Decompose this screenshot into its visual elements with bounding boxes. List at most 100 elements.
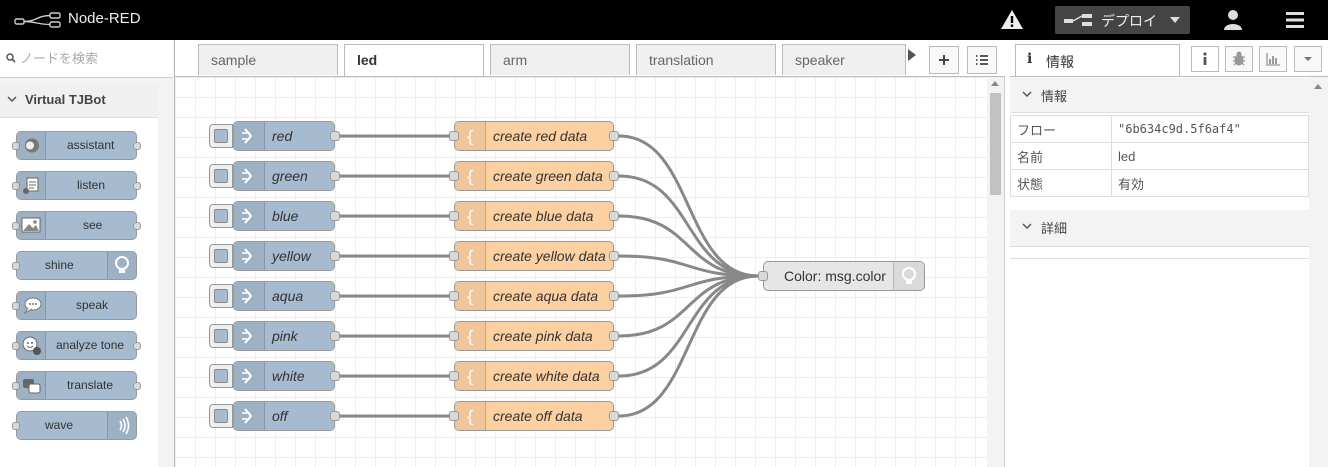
palette-search-input[interactable] [18,48,170,70]
wire[interactable] [618,174,759,278]
node-port[interactable] [609,371,619,381]
palette-node-listen[interactable]: listen [12,171,141,200]
scroll-up-icon[interactable] [991,81,999,86]
inject-node-aqua[interactable]: aqua [233,281,335,311]
function-node-off[interactable]: {create off data [454,401,614,431]
node-port[interactable] [449,331,459,341]
sidebar-debug-button[interactable] [1225,46,1253,72]
palette-scrollbar[interactable] [158,78,174,467]
wire[interactable] [618,274,759,378]
sidebar-dashboard-button[interactable] [1259,46,1287,72]
node-port[interactable] [449,211,459,221]
inject-node-red[interactable]: red [233,121,335,151]
inject-trigger-button[interactable] [209,404,233,428]
details-section-header[interactable]: 詳細 [1010,210,1309,247]
inject-trigger-button[interactable] [209,244,233,268]
tab-sample[interactable]: sample [198,44,338,75]
function-node-aqua[interactable]: {create aqua data [454,281,614,311]
node-port[interactable] [609,131,619,141]
inject-node-green[interactable]: green [233,161,335,191]
inject-node-yellow[interactable]: yellow [233,241,335,271]
sidebar-info-button[interactable] [1191,46,1219,72]
tab-led[interactable]: led [344,44,484,76]
inject-node-blue[interactable]: blue [233,201,335,231]
scroll-up-icon[interactable] [1314,84,1322,89]
menu-icon[interactable] [1285,11,1305,29]
function-node-green[interactable]: {create green data [454,161,614,191]
workspace-scrollbar[interactable] [987,77,1004,467]
palette-category-header[interactable]: Virtual TJBot [0,83,158,118]
warning-icon[interactable] [1000,8,1024,32]
tab-label: sample [211,52,257,68]
node-port[interactable] [330,211,340,221]
palette-node-assistant[interactable]: assistant [12,131,141,160]
node-port[interactable] [758,271,768,281]
workspace-scrollbar-thumb[interactable] [990,93,1001,195]
function-node-yellow[interactable]: {create yellow data [454,241,614,271]
node-port[interactable] [330,131,340,141]
wire[interactable] [618,214,759,278]
tab-arm[interactable]: arm [490,44,630,75]
tab-scroll-right-icon[interactable] [908,49,916,61]
tab-translation[interactable]: translation [636,44,776,75]
wire[interactable] [618,274,759,298]
deploy-button[interactable]: デプロイ [1055,6,1190,34]
sidebar-scrollbar[interactable] [1309,77,1328,467]
inject-trigger-button[interactable] [209,204,233,228]
node-port[interactable] [609,291,619,301]
flow-workspace[interactable]: red {create red data green {create green da… [175,77,987,467]
inject-trigger-button[interactable] [209,364,233,388]
inject-node-white[interactable]: white [233,361,335,391]
add-flow-button[interactable] [929,46,959,74]
inject-trigger-button[interactable] [209,164,233,188]
node-port[interactable] [449,171,459,181]
node-port[interactable] [330,371,340,381]
wire[interactable] [618,134,759,278]
node-port[interactable] [449,131,459,141]
node-port[interactable] [609,211,619,221]
user-icon[interactable] [1222,9,1244,31]
node-port[interactable] [609,411,619,421]
palette-node-analyze-tone[interactable]: analyze tone [12,331,141,360]
node-port[interactable] [449,251,459,261]
node-port[interactable] [330,251,340,261]
input-port [12,222,20,230]
node-port[interactable] [330,291,340,301]
inject-node-pink[interactable]: pink [233,321,335,351]
function-node-red[interactable]: {create red data [454,121,614,151]
palette-node-shine[interactable]: shine [12,251,137,280]
inject-trigger-button[interactable] [209,124,233,148]
output-node-color[interactable]: Color: msg.color [763,261,925,291]
palette-node-speak[interactable]: speak [12,291,137,320]
wire[interactable] [618,274,759,418]
function-node-pink[interactable]: {create pink data [454,321,614,351]
inject-trigger-button[interactable] [209,324,233,348]
flow-list-button[interactable] [967,46,997,74]
inject-node-off[interactable]: off [233,401,335,431]
tab-speaker[interactable]: speaker [782,44,906,75]
sidebar-tab-info[interactable]: i 情報 [1015,44,1180,76]
node-port[interactable] [449,371,459,381]
wire[interactable] [618,254,759,278]
node-port[interactable] [449,291,459,301]
palette-node-translate[interactable]: translate [12,371,141,400]
node-port[interactable] [330,331,340,341]
node-port[interactable] [609,251,619,261]
svg-text:{: { [465,407,475,426]
node-port[interactable] [609,331,619,341]
palette-node-wave[interactable]: wave [12,411,137,440]
node-port[interactable] [449,411,459,421]
palette-node-see[interactable]: see [12,211,141,240]
sidebar-separator[interactable] [1004,77,1011,467]
function-node-blue[interactable]: {create blue data [454,201,614,231]
node-port[interactable] [330,411,340,421]
inject-trigger-button[interactable] [209,284,233,308]
info-section-title: 情報 [1041,89,1068,104]
function-node-white[interactable]: {create white data [454,361,614,391]
node-port[interactable] [330,171,340,181]
sidebar-menu-dropdown[interactable] [1294,46,1322,72]
info-section-header[interactable]: 情報 [1010,78,1309,113]
wire[interactable] [618,274,759,338]
node-port[interactable] [609,171,619,181]
deploy-dropdown-icon[interactable] [1170,17,1180,23]
